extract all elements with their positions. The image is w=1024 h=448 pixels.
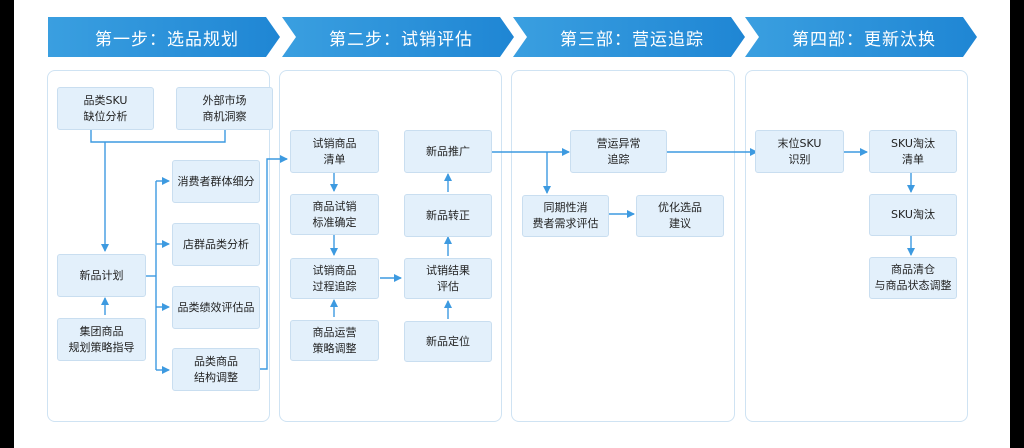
stage-4-header: 第四部：更新汰换 xyxy=(745,17,977,57)
node-ops-anomaly: 营运异常 追踪 xyxy=(570,130,667,173)
stage-4-label: 第四部：更新汰换 xyxy=(792,29,936,50)
stage-4-panel xyxy=(745,70,968,422)
node-category-gap: 品类SKU 缺位分析 xyxy=(57,87,154,130)
node-sku-out: SKU淘汰 xyxy=(869,194,957,236)
node-optimize: 优化选品 建议 xyxy=(636,195,724,237)
node-period-demand: 同期性消 费者需求评估 xyxy=(522,195,609,237)
node-trial-result: 试销结果 评估 xyxy=(404,258,492,299)
stage-2-label: 第二步：试销评估 xyxy=(329,29,473,50)
node-new-promo: 新品推广 xyxy=(404,130,492,173)
node-last-sku: 末位SKU 识别 xyxy=(755,130,844,173)
stage-2-panel xyxy=(279,70,502,422)
node-clearance: 商品清仓 与商品状态调整 xyxy=(869,257,957,299)
node-structure-adjust: 品类商品 结构调整 xyxy=(172,348,260,391)
node-new-regular: 新品转正 xyxy=(404,194,492,237)
node-new-plan: 新品计划 xyxy=(57,254,146,297)
stage-3-header: 第三部：营运追踪 xyxy=(513,17,745,57)
node-category-perf: 品类绩效评估品 xyxy=(172,286,260,329)
page: 第一步：选品规划 第二步：试销评估 第三部：营运追踪 第四部：更新汰换 xyxy=(14,0,1010,448)
node-store-category: 店群品类分析 xyxy=(172,223,260,266)
node-trial-track: 试销商品 过程追踪 xyxy=(290,258,379,299)
node-group-guide: 集团商品 规划策略指导 xyxy=(57,318,146,361)
stage-1-header: 第一步：选品规划 xyxy=(48,17,280,57)
node-sku-out-list: SKU淘汰 清单 xyxy=(869,130,957,173)
stage-1-label: 第一步：选品规划 xyxy=(95,29,239,50)
node-ops-strategy: 商品运营 策略调整 xyxy=(290,320,379,361)
node-market-insight: 外部市场 商机洞察 xyxy=(176,87,273,130)
stage-3-label: 第三部：营运追踪 xyxy=(560,29,704,50)
stage-2-header: 第二步：试销评估 xyxy=(282,17,514,57)
node-trial-list: 试销商品 清单 xyxy=(290,130,379,173)
node-new-position: 新品定位 xyxy=(404,321,492,362)
node-trial-standard: 商品试销 标准确定 xyxy=(290,194,379,235)
node-consumer-segment: 消费者群体细分 xyxy=(172,160,260,203)
stage-3-panel xyxy=(511,70,735,422)
